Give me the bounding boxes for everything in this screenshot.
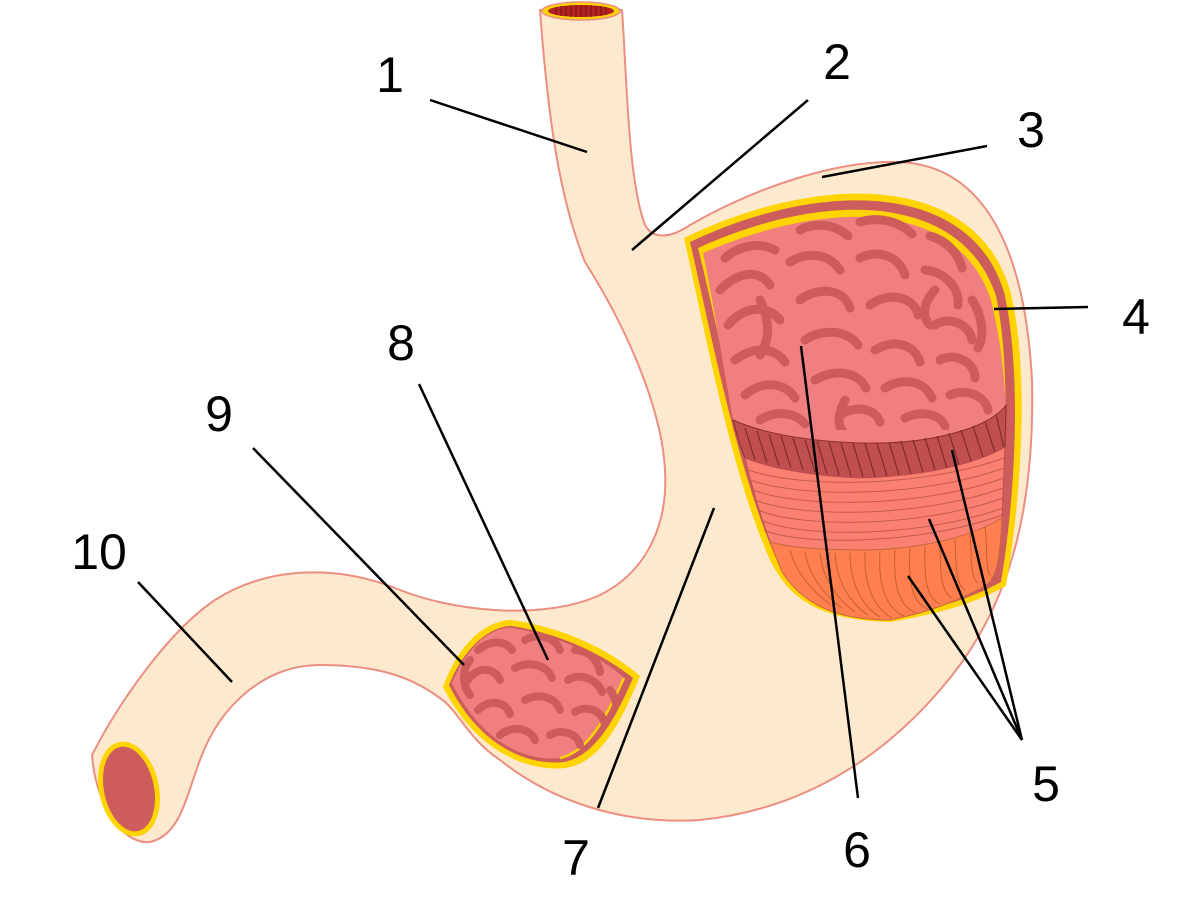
leader-line-3 <box>821 144 988 179</box>
fundus-cutaway <box>684 193 1022 622</box>
label-6: 6 <box>843 822 871 878</box>
leader-line-5b <box>927 518 1024 741</box>
leader-line-9 <box>252 447 465 666</box>
label-10: 10 <box>71 524 127 580</box>
label-3: 3 <box>1017 102 1045 158</box>
leader-line-2 <box>631 99 809 251</box>
label-1: 1 <box>376 47 404 103</box>
leader-line-1 <box>429 98 588 154</box>
leader-line-5a <box>950 449 1024 741</box>
leader-line-5c <box>906 575 1024 741</box>
label-7: 7 <box>562 830 590 886</box>
label-4: 4 <box>1122 289 1150 345</box>
leader-line-4 <box>993 305 1089 311</box>
gastric-rugae <box>715 215 993 430</box>
oblique-muscle-fibers <box>744 413 1005 478</box>
esophagus-opening <box>541 1 621 21</box>
label-9: 9 <box>205 386 233 442</box>
duodenum-opening <box>98 741 160 837</box>
leader-line-7 <box>596 507 716 809</box>
label-2: 2 <box>823 34 851 90</box>
leader-line-10 <box>137 581 233 683</box>
leader-line-8 <box>417 383 550 661</box>
label-5: 5 <box>1032 756 1060 812</box>
pylorus-cutaway <box>443 620 640 769</box>
circular-muscle-fibers <box>747 457 1005 541</box>
label-8: 8 <box>387 315 415 371</box>
leader-line-6 <box>799 345 860 799</box>
